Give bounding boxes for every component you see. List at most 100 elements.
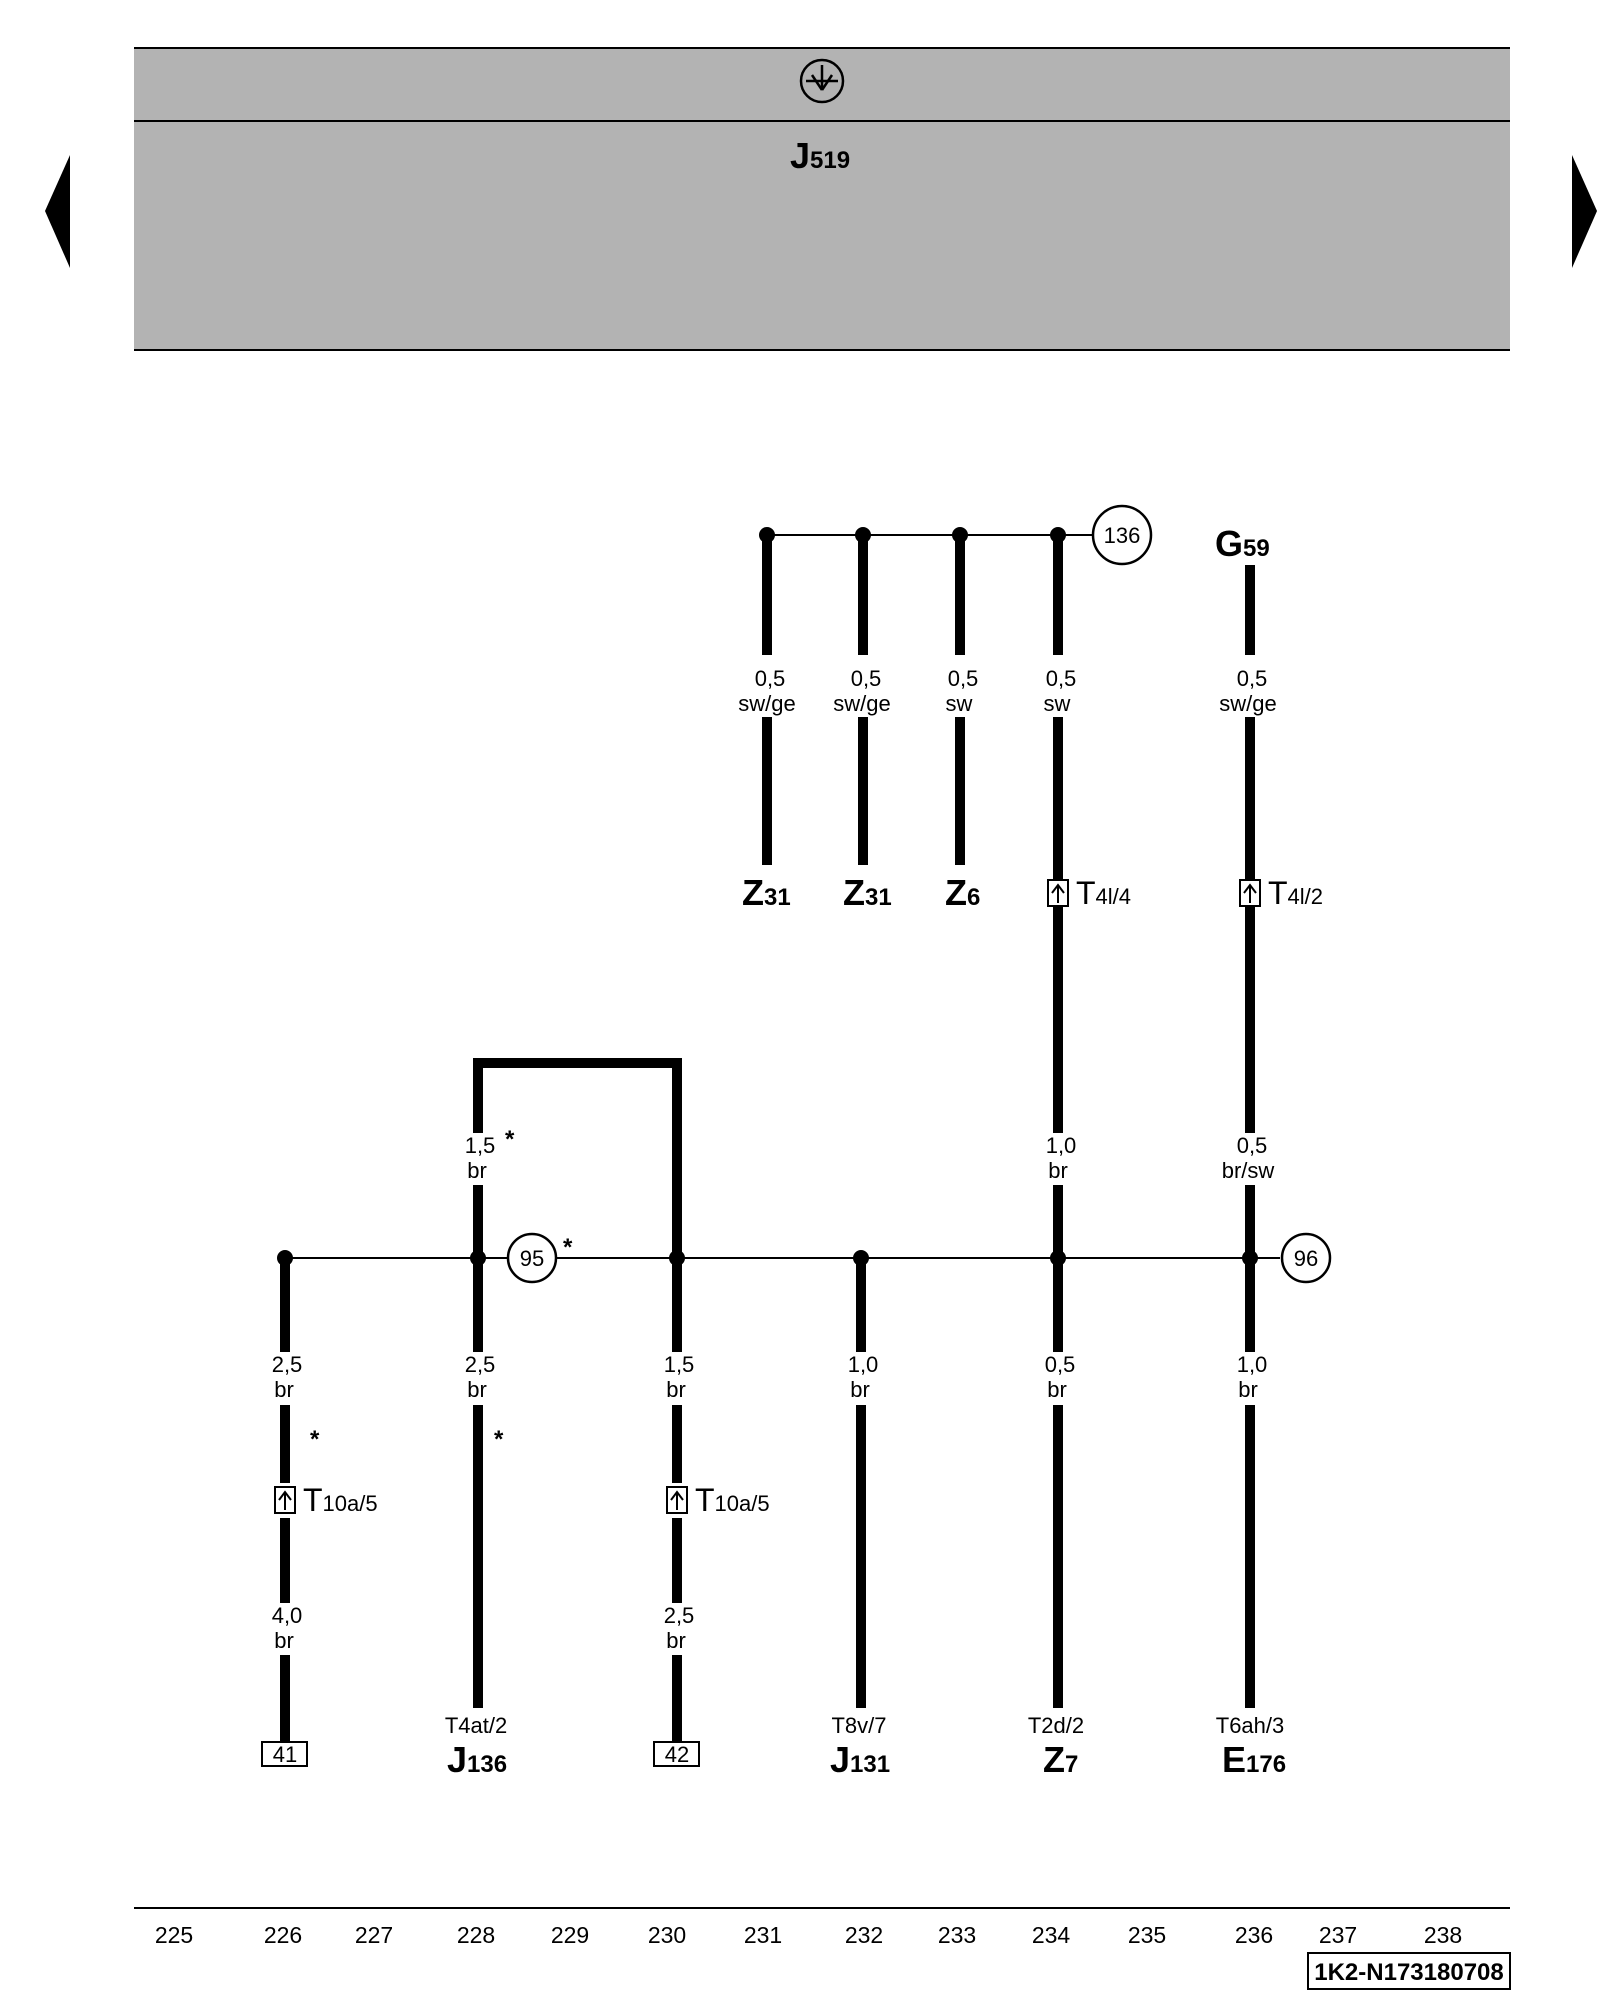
svg-text:T6ah/3: T6ah/3 (1216, 1713, 1285, 1738)
track-numbers: 225 226 227 228 229 230 231 232 233 234 … (155, 1922, 1462, 1948)
svg-text:br: br (666, 1628, 686, 1653)
module-label: J519 (790, 135, 850, 176)
component-z7: Z7 (1043, 1739, 1078, 1780)
track-number: 226 (264, 1922, 302, 1948)
svg-text:96: 96 (1294, 1246, 1318, 1271)
svg-text:1,0: 1,0 (1046, 1133, 1077, 1158)
wire-to-terminal-42: 1,5 br T10a/5 2,5 br 42 (653, 1258, 770, 1767)
svg-text:1,5: 1,5 (465, 1133, 496, 1158)
svg-text:2,5: 2,5 (272, 1352, 303, 1377)
wire-to-e176: 1,0 br T6ah/3 E176 (1216, 1258, 1286, 1780)
component-z31-a: Z31 (742, 872, 791, 913)
component-j131: J131 (830, 1739, 890, 1780)
component-e176: E176 (1222, 1739, 1286, 1780)
svg-text:T8v/7: T8v/7 (831, 1713, 886, 1738)
svg-text:sw/ge: sw/ge (1219, 691, 1276, 716)
svg-text:*: * (563, 1234, 573, 1261)
track-number: 229 (551, 1922, 589, 1948)
svg-text:42: 42 (665, 1742, 689, 1767)
connector-t10a-5-b: T10a/5 (695, 1482, 770, 1518)
svg-text:sw/ge: sw/ge (833, 691, 890, 716)
svg-text:br: br (1047, 1377, 1067, 1402)
svg-text:0,5: 0,5 (1237, 666, 1268, 691)
svg-text:br: br (1048, 1158, 1068, 1183)
svg-text:sw: sw (946, 691, 973, 716)
terminal-42 (653, 1741, 700, 1767)
ground-point-136: 136 (1091, 504, 1153, 566)
svg-text:1,0: 1,0 (848, 1352, 879, 1377)
svg-text:0,5: 0,5 (851, 666, 882, 691)
svg-text:sw: sw (1044, 691, 1071, 716)
header-band: J519 (134, 47, 1510, 351)
track-number: 233 (938, 1922, 976, 1948)
svg-text:br: br (1238, 1377, 1258, 1402)
wire-column-234: 0,5 sw T4l/4 1,0 br (1044, 535, 1131, 1258)
wire-to-z31-b: 0,5 sw/ge Z31 (833, 535, 892, 913)
ground-point-95: 95 * (506, 1232, 573, 1284)
svg-text:br: br (467, 1377, 487, 1402)
svg-text:*: * (494, 1426, 504, 1453)
document-id: 1K2-N173180708 (1307, 1952, 1511, 1990)
svg-text:br: br (274, 1628, 294, 1653)
svg-text:0,5: 0,5 (1237, 1133, 1268, 1158)
svg-text:T2d/2: T2d/2 (1028, 1713, 1084, 1738)
connector-plug-icon (1047, 879, 1069, 907)
component-z6: Z6 (945, 872, 980, 913)
track-number: 225 (155, 1922, 193, 1948)
connector-plug-icon (274, 1486, 296, 1514)
svg-text:br: br (467, 1158, 487, 1183)
wire-to-z31-a: 0,5 sw/ge Z31 (738, 535, 796, 913)
track-number: 234 (1032, 1922, 1071, 1948)
svg-text:br: br (274, 1377, 294, 1402)
svg-text:2,5: 2,5 (664, 1603, 695, 1628)
ground-point-96: 96 (1280, 1232, 1332, 1284)
triangle-right-icon[interactable] (1572, 155, 1597, 268)
svg-text:2,5: 2,5 (465, 1352, 496, 1377)
svg-text:41: 41 (273, 1742, 297, 1767)
triangle-left-icon[interactable] (45, 155, 70, 268)
svg-text:0,5: 0,5 (1046, 666, 1077, 691)
wire-to-j136: 2,5 br * T4at/2 J136 (445, 1258, 507, 1780)
svg-text:br: br (850, 1377, 870, 1402)
svg-text:T4at/2: T4at/2 (445, 1713, 507, 1738)
track-number: 232 (845, 1922, 883, 1948)
connector-t10a-5-a: T10a/5 (303, 1482, 378, 1518)
connector-t4l-2: T4l/2 (1268, 875, 1323, 911)
svg-text:0,5: 0,5 (755, 666, 786, 691)
track-number: 236 (1235, 1922, 1273, 1948)
track-number: 238 (1424, 1922, 1462, 1948)
svg-text:136: 136 (1104, 523, 1141, 548)
connector-plug-icon (666, 1486, 688, 1514)
connector-plug-icon (1239, 879, 1261, 907)
track-number: 237 (1319, 1922, 1357, 1948)
wire-to-j131: 1,0 br T8v/7 J131 (830, 1258, 890, 1780)
component-g59: G59 (1215, 523, 1270, 564)
svg-text:95: 95 (520, 1246, 544, 1271)
track-number: 228 (457, 1922, 495, 1948)
svg-text:*: * (505, 1126, 515, 1153)
loop-wire: 1,5 * br (465, 1058, 682, 1258)
connector-t4l-4: T4l/4 (1076, 875, 1131, 911)
svg-text:1,5: 1,5 (664, 1352, 695, 1377)
lower-ground-bus: 95 * 96 (277, 1232, 1332, 1284)
component-z31-b: Z31 (843, 872, 892, 913)
svg-text:1,0: 1,0 (1237, 1352, 1268, 1377)
svg-text:4,0: 4,0 (272, 1603, 303, 1628)
wire-to-z7: 0,5 br T2d/2 Z7 (1028, 1258, 1084, 1780)
svg-text:br: br (666, 1377, 686, 1402)
svg-text:sw/ge: sw/ge (738, 691, 795, 716)
wire-column-236-g59: G59 0,5 sw/ge T4l/2 0,5 br/sw (1215, 523, 1323, 1258)
ground-symbol-icon (799, 58, 845, 104)
track-number: 235 (1128, 1922, 1166, 1948)
wire-to-z6: 0,5 sw Z6 (945, 535, 980, 913)
svg-text:1K2-N173180708: 1K2-N173180708 (1314, 1959, 1503, 1986)
component-j136: J136 (447, 1739, 507, 1780)
svg-text:*: * (310, 1426, 320, 1453)
track-number: 231 (744, 1922, 782, 1948)
wire-to-terminal-41: 2,5 br * T10a/5 4,0 br 41 (261, 1258, 378, 1767)
svg-text:0,5: 0,5 (948, 666, 979, 691)
track-number: 230 (648, 1922, 686, 1948)
svg-text:br/sw: br/sw (1222, 1158, 1275, 1183)
track-number: 227 (355, 1922, 393, 1948)
